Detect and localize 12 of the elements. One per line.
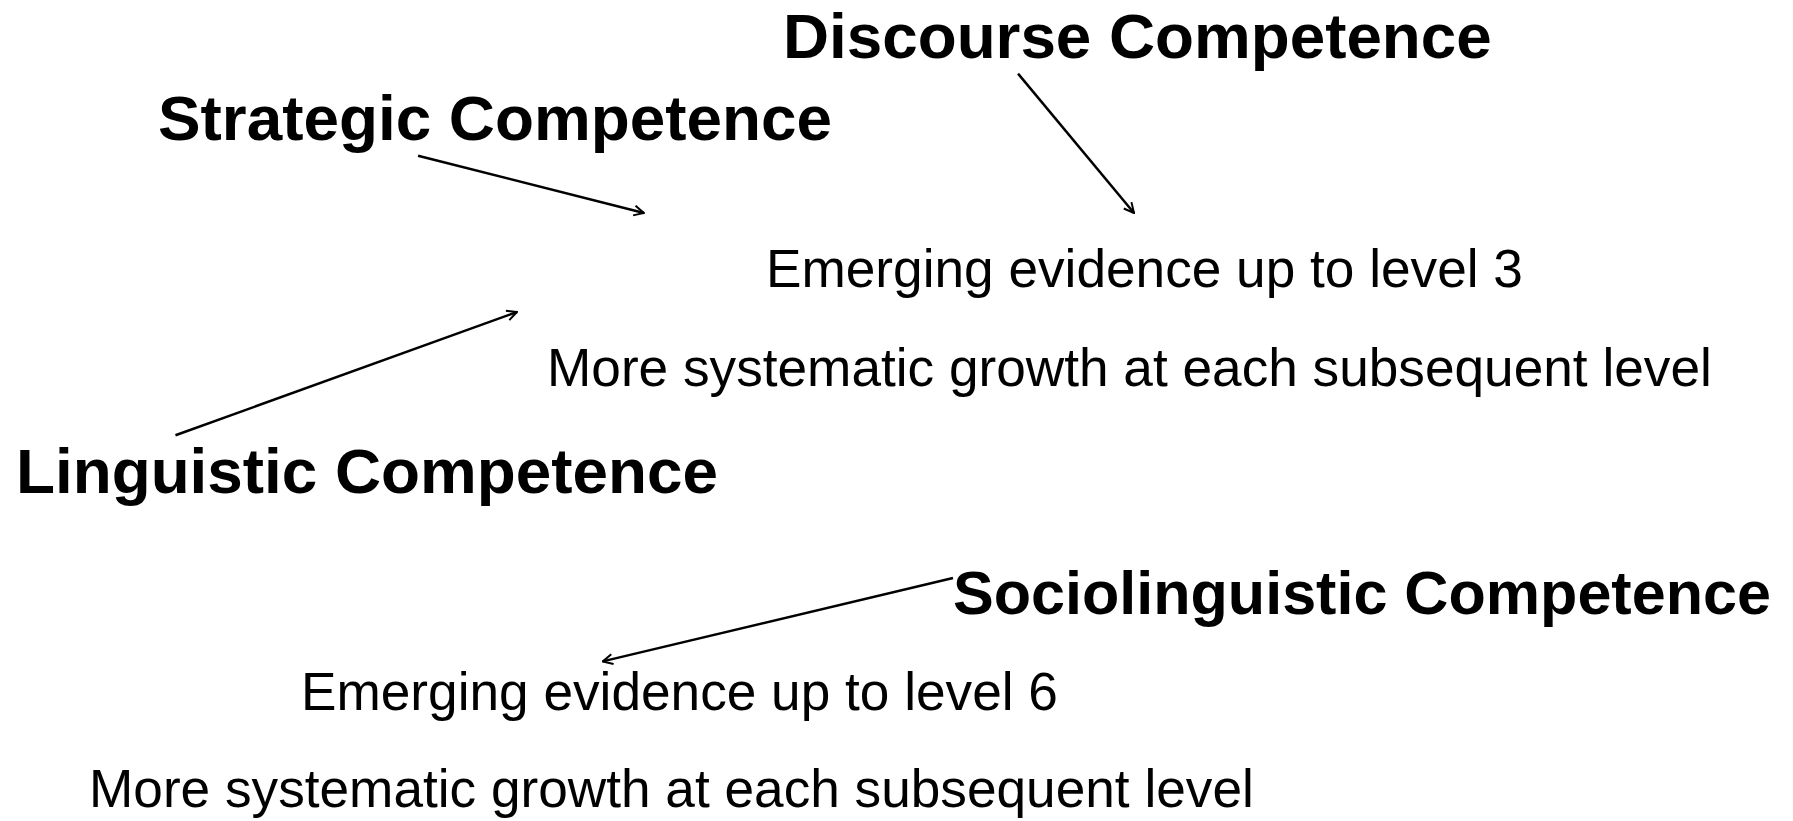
level-note: More systematic growth at each subsequent level: [89, 758, 1254, 820]
arrow: [601, 576, 954, 665]
level-note: Emerging evidence up to level 3: [766, 238, 1523, 300]
level-note: Emerging evidence up to level 6: [301, 661, 1058, 723]
competence-heading: Linguistic Competence: [16, 435, 718, 509]
arrow: [1017, 72, 1135, 214]
competence-heading: Sociolinguistic Competence: [953, 557, 1771, 629]
arrow: [175, 309, 518, 437]
level-note: More systematic growth at each subsequent level: [547, 337, 1712, 399]
competence-heading: Discourse Competence: [783, 0, 1492, 74]
arrow: [417, 154, 645, 217]
competence-heading: Strategic Competence: [158, 82, 832, 156]
